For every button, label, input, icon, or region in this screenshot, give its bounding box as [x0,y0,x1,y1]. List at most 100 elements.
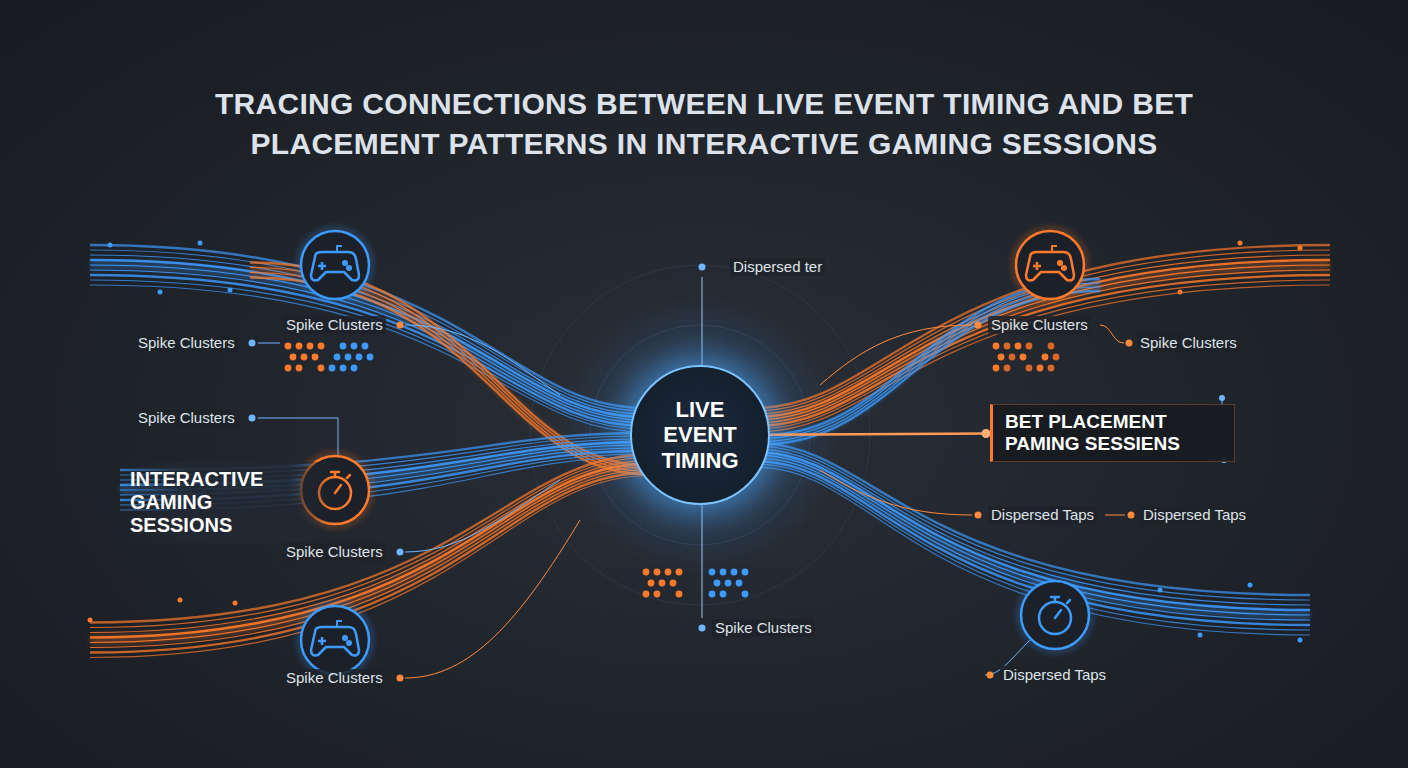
cluster-dot [676,569,683,576]
particle [1178,290,1183,295]
annotation-label: Dispersed ter [730,258,825,276]
particle [178,598,183,603]
cluster-dot [362,343,369,350]
cluster-dot [676,591,683,598]
cluster-dot [285,365,292,372]
icon-ring [301,231,369,299]
cluster-dot [709,569,716,576]
icon-glow [1010,225,1090,305]
label-box: BET PLACEMENT PAMING SESSIENS [990,404,1235,462]
cluster-dot [643,569,650,576]
cluster-dot [654,591,661,598]
particle [1298,638,1303,643]
particle [108,243,113,248]
cluster-dot [714,580,721,587]
annotation-label: Spike Clusters [283,316,386,334]
cluster-dot [742,591,749,598]
cluster-dot [285,343,292,350]
gamepad-icon [311,246,359,280]
icons [295,225,1095,680]
flow-line [250,273,650,472]
leader-lines [249,264,1228,682]
title-block: TRACING CONNECTIONS BETWEEN LIVE EVENT T… [0,84,1408,164]
flow-bundles [88,241,1331,658]
cluster-dot [1015,343,1022,350]
grid-background [380,200,1020,700]
flow-glow [250,270,650,470]
flow-line [755,443,1310,595]
particle [158,290,163,295]
annotation-label: Dispersed Taps [1000,666,1109,684]
cluster-dot [998,354,1005,361]
cluster-dot [648,580,655,587]
cluster-dot [351,365,358,372]
cluster-dot [1009,354,1016,361]
flow-line [250,268,650,469]
cluster-dot [709,591,716,598]
annotation-label: Spike Clusters [988,316,1091,334]
connector-line [770,433,990,434]
cluster-dot [296,343,303,350]
cluster-dot [318,365,325,372]
cluster-dot [356,354,363,361]
cluster-dot [312,354,319,361]
cluster-dot [345,354,352,361]
label-band: INTERACTIVE GAMING SESSIONS [118,462,332,543]
cluster-dot [296,365,303,372]
cluster-dot [720,569,727,576]
cluster-dot [1042,354,1049,361]
cluster-dot [329,365,336,372]
title: TRACING CONNECTIONS BETWEEN LIVE EVENT T… [149,84,1259,164]
cluster-dot [1053,354,1060,361]
cluster-dot [1020,354,1027,361]
dot-clusters [285,343,1060,598]
particle [88,618,93,623]
cluster-dot [665,569,672,576]
icon-ring [301,606,369,674]
cluster-dot [736,580,743,587]
annotation-label: Spike Clusters [1137,334,1240,352]
cluster-dot [367,354,374,361]
icon-glow [1015,575,1095,655]
cluster-dot [1048,343,1055,350]
cluster-dot [340,365,347,372]
cluster-dot [334,354,341,361]
annotation-label: Spike Clusters [135,334,238,352]
cluster-dot [643,591,650,598]
icon-glow [295,600,375,680]
center-circle: LIVE EVENT TIMING [630,365,770,505]
cluster-dot [1048,365,1055,372]
node-text: LIVE EVENT TIMING [650,397,750,473]
cluster-dot [742,569,749,576]
cluster-dot [1037,365,1044,372]
cluster-dot [1004,343,1011,350]
cluster-dot [307,343,314,350]
icon-glow [295,225,375,305]
annotation-label: Spike Clusters [283,669,386,687]
icon-ring [1016,231,1084,299]
cluster-dot [340,343,347,350]
icon-ring [1021,581,1089,649]
stopwatch-icon [1039,597,1071,634]
cluster-dot [731,569,738,576]
cluster-dot [1026,365,1033,372]
cluster-dot [720,591,727,598]
cluster-dot [290,354,297,361]
cluster-dot [725,580,732,587]
particle [233,601,238,606]
particle [1248,583,1253,588]
cluster-dot [301,354,308,361]
particle [1238,241,1243,246]
annotation-label: Spike Clusters [135,409,238,427]
connector-glow [770,433,990,434]
gamepad-icon [311,621,359,655]
annotation-label: Spike Clusters [712,619,815,637]
cluster-dot [1026,343,1033,350]
cluster-dot [1004,365,1011,372]
cluster-dot [993,365,1000,372]
particle [228,288,233,293]
particle [198,241,203,246]
annotation-label: Spike Clusters [283,543,386,561]
cluster-dot [659,580,666,587]
connector [770,429,991,438]
